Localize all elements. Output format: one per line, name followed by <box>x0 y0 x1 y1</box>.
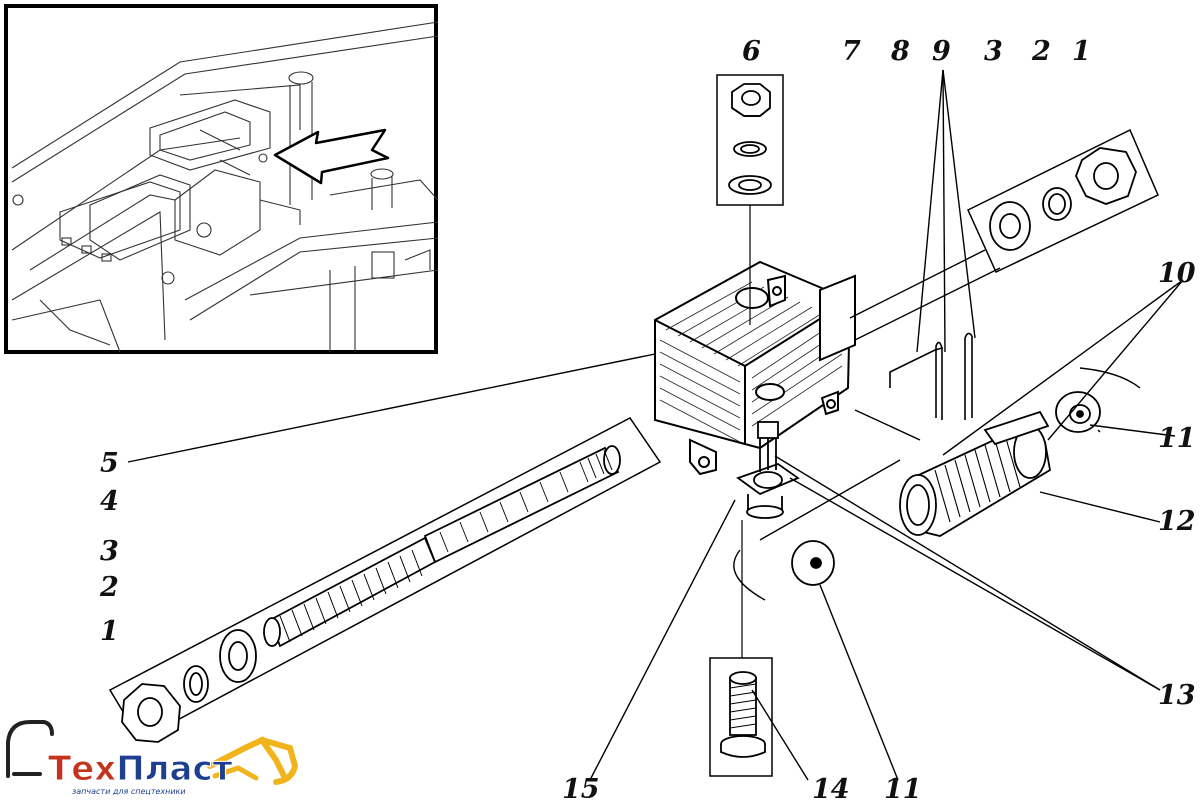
callout-3-left: 3 <box>100 536 119 567</box>
cap-bottom-part-11 <box>791 540 835 586</box>
callout-2-left: 2 <box>99 572 119 603</box>
location-inset <box>4 4 439 354</box>
callout-13: 13 <box>1158 680 1196 711</box>
callout-14: 14 <box>812 774 850 800</box>
left-fastener-box <box>108 417 662 743</box>
top-fastener-box <box>716 74 784 325</box>
leader-lines <box>127 69 1184 781</box>
callout-4: 4 <box>100 486 119 517</box>
callout-3-top: 3 <box>984 36 1003 67</box>
brand-logo: ТехПласт запчасти для спецтехники <box>6 720 299 796</box>
callout-11-right: 11 <box>1158 423 1196 454</box>
cap-right-part-11 <box>1055 391 1101 433</box>
callout-7: 7 <box>842 36 861 67</box>
pins-part-9 <box>889 332 973 420</box>
callout-15: 15 <box>562 774 600 800</box>
callout-8: 8 <box>890 36 910 67</box>
bolt-box-part-14 <box>709 520 773 777</box>
callout-5: 5 <box>100 448 119 479</box>
callout-labels: 1 2 3 6 7 8 9 10 11 12 13 14 11 15 5 4 3… <box>99 36 1196 800</box>
location-arrow-icon <box>273 128 390 185</box>
bracket-part-5 <box>654 260 856 476</box>
sensor-part-15 <box>736 421 800 519</box>
callout-1-left: 1 <box>100 616 119 647</box>
right-fastener-box <box>967 128 1159 274</box>
callout-9: 9 <box>932 36 951 67</box>
callout-2-top: 2 <box>1031 36 1051 67</box>
callout-1-top: 1 <box>1072 36 1091 67</box>
callout-12: 12 <box>1158 506 1196 537</box>
logo-name-part2: Пласт <box>116 749 232 789</box>
excavator-logo-icon <box>6 720 299 785</box>
logo-tagline: запчасти для спецтехники <box>72 787 186 796</box>
callout-6: 6 <box>742 36 761 67</box>
callout-10: 10 <box>1158 258 1196 289</box>
callout-11-bottom: 11 <box>884 774 922 800</box>
coil-part-12 <box>899 410 1051 537</box>
svg-text:ТехПласт: ТехПласт <box>48 749 233 789</box>
logo-name-part1: Тех <box>48 749 116 789</box>
